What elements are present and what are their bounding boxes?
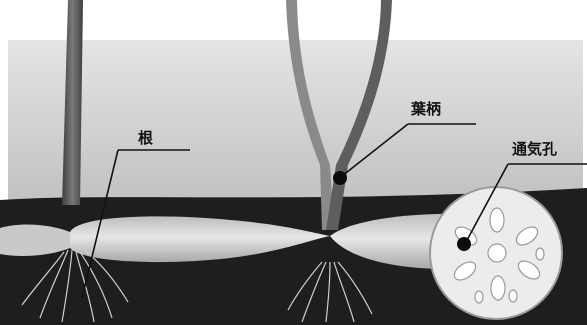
root-label: 根	[138, 131, 153, 146]
aerenchyma-label: 通気孔	[512, 142, 557, 157]
aerenchyma-marker	[457, 237, 471, 251]
petiole-label: 葉柄	[411, 102, 441, 117]
rhizome-segment-edge	[0, 225, 70, 256]
